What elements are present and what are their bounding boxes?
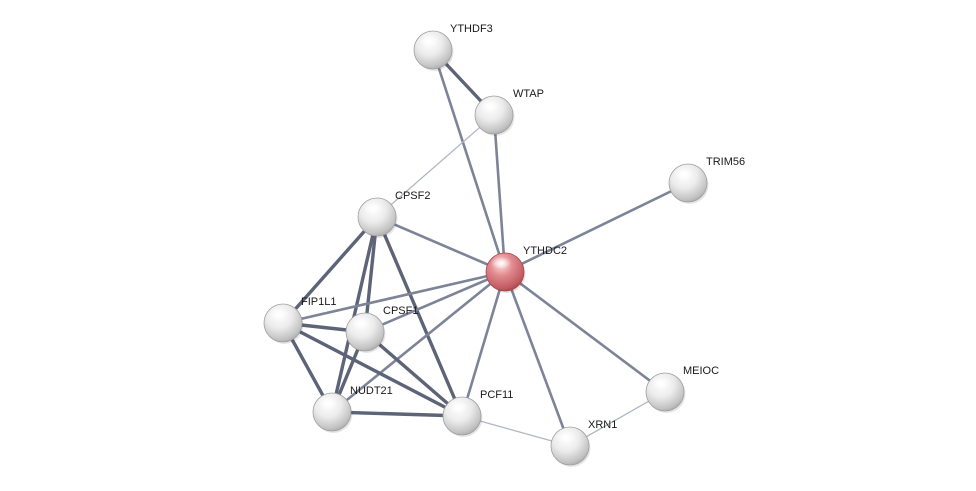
node-pcf11[interactable]: PCF11 — [442, 389, 513, 437]
node-highlight — [491, 257, 511, 269]
node-fip1l1[interactable]: FIP1L1 — [263, 296, 336, 344]
node-label-xrn1: XRN1 — [588, 419, 617, 431]
node-label-wtap: WTAP — [513, 88, 544, 100]
edge-cpsf2-ythdc2[interactable] — [375, 215, 507, 274]
node-label-nudt21: NUDT21 — [350, 385, 393, 397]
node-highlight — [674, 168, 694, 180]
node-label-meioc: MEIOC — [683, 365, 719, 377]
node-label-ythdc2: YTHDC2 — [523, 245, 567, 257]
edge-ythdf3-ythdc2[interactable] — [431, 48, 507, 274]
node-highlight — [351, 317, 371, 329]
node-meioc[interactable]: MEIOC — [645, 365, 719, 413]
node-ythdc2[interactable]: YTHDC2 — [485, 245, 567, 293]
node-cpsf1[interactable]: CPSF1 — [345, 305, 418, 353]
edge-cpsf2-fip1l1[interactable] — [281, 215, 379, 325]
node-wtap[interactable]: WTAP — [474, 88, 544, 136]
edge-ythdc2-nudt21[interactable] — [330, 270, 507, 414]
edge-nudt21-pcf11[interactable] — [330, 410, 464, 418]
edge-ythdc2-fip1l1[interactable] — [281, 270, 507, 325]
node-highlight — [363, 202, 383, 214]
node-label-trim56: TRIM56 — [706, 156, 745, 168]
edge-wtap-cpsf2[interactable] — [376, 114, 495, 218]
edge-ythdc2-cpsf1[interactable] — [363, 270, 507, 334]
edge-ythdc2-pcf11[interactable] — [460, 270, 507, 418]
node-label-fip1l1: FIP1L1 — [301, 296, 336, 308]
node-highlight — [556, 431, 576, 443]
edge-fip1l1-pcf11[interactable] — [281, 321, 464, 418]
node-nudt21[interactable]: NUDT21 — [312, 385, 393, 433]
edge-ythdc2-xrn1[interactable] — [503, 270, 572, 448]
node-highlight — [480, 100, 500, 112]
node-highlight — [269, 308, 289, 320]
node-label-cpsf1: CPSF1 — [383, 305, 418, 317]
node-label-ythdf3: YTHDF3 — [450, 23, 493, 35]
node-xrn1[interactable]: XRN1 — [550, 419, 617, 467]
node-ythdf3[interactable]: YTHDF3 — [413, 23, 493, 71]
edge-wtap-ythdc2[interactable] — [492, 113, 507, 274]
edge-cpsf1-pcf11[interactable] — [363, 330, 464, 418]
node-highlight — [651, 377, 671, 389]
node-highlight — [419, 35, 439, 47]
node-cpsf2[interactable]: CPSF2 — [357, 190, 430, 238]
node-trim56[interactable]: TRIM56 — [668, 156, 745, 204]
node-highlight — [318, 397, 338, 409]
edge-ythdc2-meioc[interactable] — [503, 270, 667, 394]
edge-cpsf2-nudt21[interactable] — [330, 215, 379, 414]
edge-cpsf2-pcf11[interactable] — [375, 215, 464, 418]
edge-trim56-ythdc2[interactable] — [503, 181, 690, 274]
node-highlight — [448, 401, 468, 413]
node-label-cpsf2: CPSF2 — [395, 190, 430, 202]
node-label-pcf11: PCF11 — [480, 389, 513, 401]
